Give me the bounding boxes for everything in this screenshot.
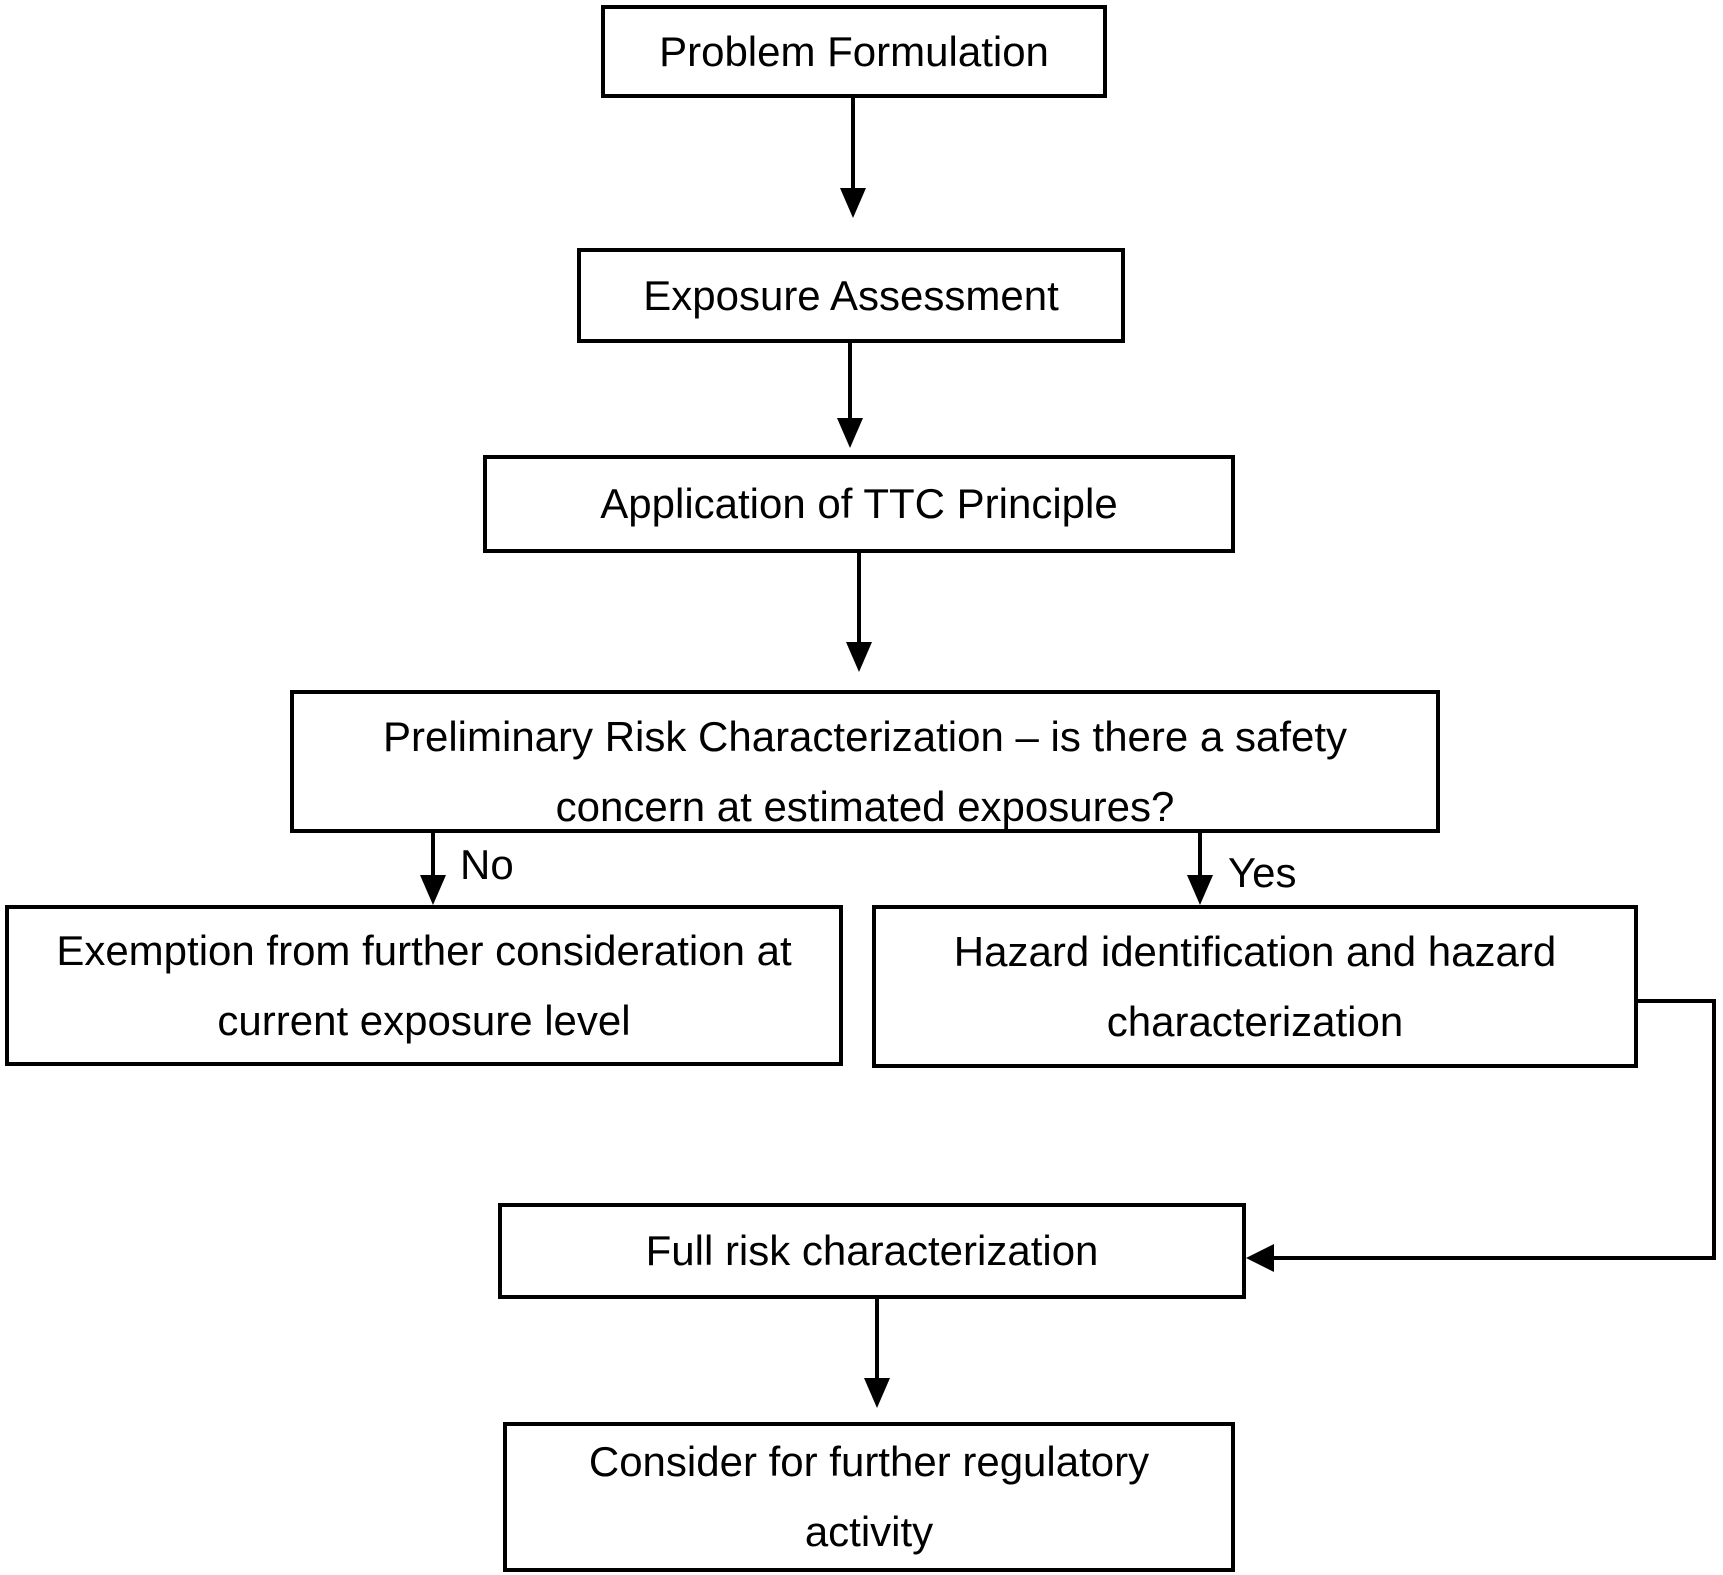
- node-label-line2: characterization: [1106, 997, 1404, 1045]
- arrowhead-left-icon: [1246, 1244, 1274, 1272]
- node-label-line1: Preliminary Risk Characterization – is t…: [382, 713, 1348, 760]
- node-label: Problem Formulation: [659, 27, 1049, 75]
- arrowhead-down-icon: [864, 1378, 890, 1408]
- arrowhead-down-icon: [837, 418, 863, 448]
- arrowhead-down-icon: [846, 642, 872, 672]
- connector-hazard-to-fullrisk-bottom: [1274, 1256, 1716, 1260]
- arrow-problem-to-exposure: [851, 98, 855, 192]
- arrow-exposure-to-ttc: [848, 343, 852, 422]
- connector-hazard-to-fullrisk-top: [1636, 999, 1716, 1003]
- node-label-line1: Consider for further regulatory: [588, 1438, 1150, 1485]
- arrow-branch-no: [431, 833, 435, 879]
- node-label-line2: activity: [804, 1508, 934, 1555]
- node-label-line2: concern at estimated exposures?: [555, 783, 1175, 830]
- node-preliminary-risk-characterization: Preliminary Risk Characterization – is t…: [290, 690, 1440, 833]
- arrowhead-down-icon: [840, 188, 866, 218]
- node-label: Exposure Assessment: [643, 271, 1059, 319]
- node-problem-formulation: Problem Formulation: [601, 5, 1107, 98]
- arrow-branch-yes: [1198, 833, 1202, 879]
- node-label: Full risk characterization: [645, 1227, 1099, 1274]
- arrow-ttc-to-preliminary: [857, 553, 861, 646]
- branch-label-no: No: [460, 841, 514, 888]
- node-hazard-identification: Hazard identification and hazard charact…: [872, 905, 1638, 1068]
- node-full-risk-characterization: Full risk characterization: [498, 1203, 1246, 1299]
- arrowhead-down-icon: [1187, 875, 1213, 905]
- node-label-line2: current exposure level: [217, 996, 631, 1044]
- arrow-fullrisk-to-regulatory: [875, 1299, 879, 1382]
- node-label: Application of TTC Principle: [600, 480, 1118, 527]
- node-exemption: Exemption from further consideration at …: [5, 905, 843, 1066]
- node-exposure-assessment: Exposure Assessment: [577, 248, 1125, 343]
- node-regulatory-activity: Consider for further regulatory activity: [503, 1422, 1235, 1572]
- arrowhead-down-icon: [420, 875, 446, 905]
- node-label-line1: Exemption from further consideration at: [56, 926, 792, 974]
- node-label-line1: Hazard identification and hazard: [953, 927, 1557, 975]
- connector-hazard-to-fullrisk-vertical: [1712, 999, 1716, 1260]
- node-ttc-principle: Application of TTC Principle: [483, 455, 1235, 553]
- branch-label-yes: Yes: [1228, 849, 1297, 896]
